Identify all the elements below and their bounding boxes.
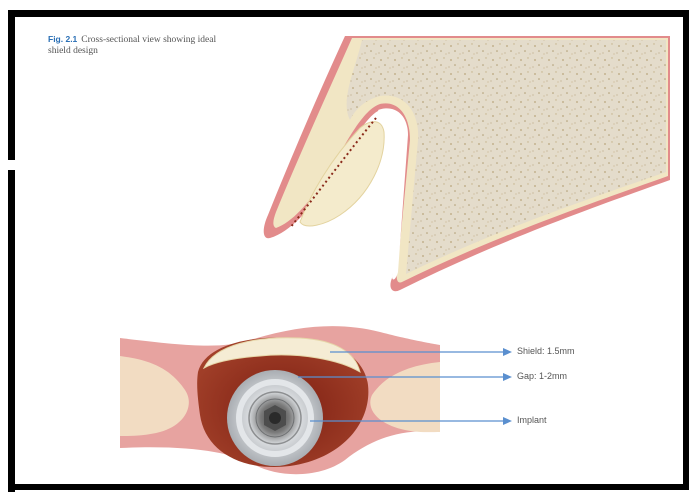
shield-label: Shield: 1.5mm xyxy=(517,346,575,356)
occlusal-section xyxy=(120,326,440,474)
implant-label: Implant xyxy=(517,415,547,425)
sagittal-section xyxy=(264,36,670,291)
gap-label: Gap: 1-2mm xyxy=(517,371,567,381)
